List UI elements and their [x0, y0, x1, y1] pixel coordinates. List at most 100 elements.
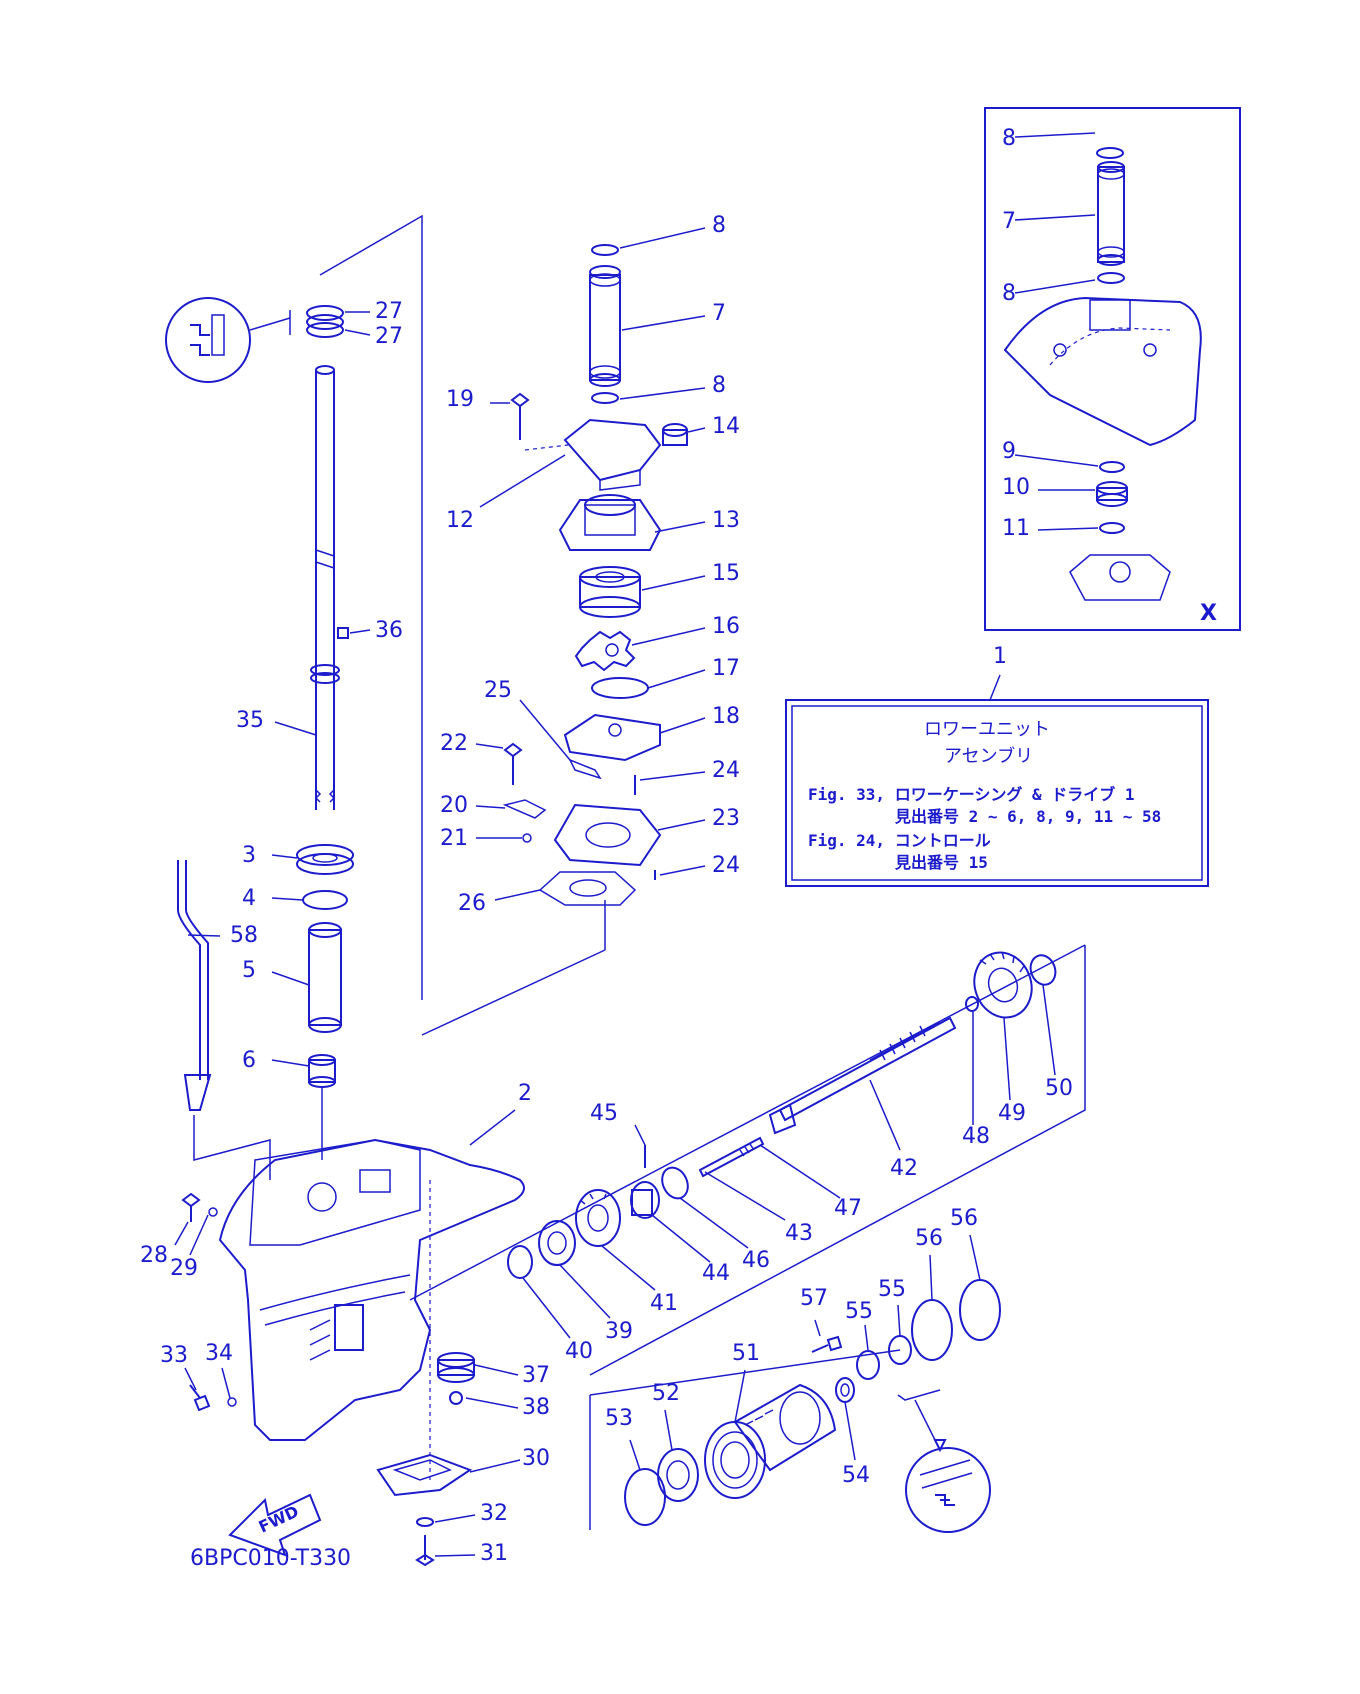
- bearing-housing-icon: [704, 1383, 837, 1499]
- callout-label: 46: [742, 1248, 770, 1273]
- callout-label: 47: [834, 1196, 862, 1221]
- oil-seal-icon: [306, 305, 344, 338]
- callout-label: 56: [950, 1206, 978, 1231]
- callout-label: 20: [440, 793, 468, 818]
- callout-label: 45: [590, 1101, 618, 1126]
- callout-label: 2: [518, 1081, 532, 1106]
- dowel-icon: [522, 833, 532, 843]
- callout-label: 44: [702, 1261, 730, 1286]
- shim-icon: [507, 1245, 533, 1279]
- washer-icon: [416, 1517, 434, 1527]
- propeller-shaft-icon: [768, 1016, 957, 1135]
- fwd-label: FWD: [256, 1502, 302, 1537]
- grease-symbol-icon: [905, 1447, 991, 1533]
- oil-seal-icon: [856, 1350, 880, 1380]
- o-ring-icon: [1099, 522, 1125, 534]
- callout-label: 31: [480, 1541, 508, 1566]
- callout-label: 28: [140, 1243, 168, 1268]
- callout-label: 53: [605, 1406, 633, 1431]
- callout-label: 10: [1002, 475, 1030, 500]
- callout-label: 51: [732, 1341, 760, 1366]
- bolt-icon: [181, 1192, 201, 1222]
- washer-icon: [449, 1391, 463, 1405]
- shift-plunger-icon: [698, 1136, 765, 1178]
- inset-label: X: [1200, 601, 1217, 626]
- legend-box: 1 ロワーユニット アセンブリ Fig. 33, ロワーケーシング & ドライブ…: [785, 644, 1209, 887]
- legend-ref1: Fig. 33, ロワーケーシング & ドライブ 1: [808, 785, 1135, 804]
- callout-label: 50: [1045, 1076, 1073, 1101]
- drive-shaft-group: 27 27 36 35 3 4 58 5 6: [165, 297, 403, 1180]
- callout-label: 49: [998, 1101, 1026, 1126]
- callout-label: 8: [712, 213, 726, 238]
- callout-label: 12: [446, 508, 474, 533]
- plate-bracket-icon: [563, 418, 662, 491]
- o-ring-large-icon: [624, 1468, 666, 1526]
- callout-label: 21: [440, 826, 468, 851]
- callout-label: 14: [712, 414, 740, 439]
- bolt-icon: [510, 392, 530, 440]
- key-icon: [337, 627, 349, 639]
- pin-icon: [568, 758, 602, 780]
- shim-icon: [1029, 954, 1057, 986]
- sleeve-icon: [308, 922, 342, 1033]
- cartridge-plate-icon: [553, 803, 662, 867]
- o-ring-icon: [591, 244, 619, 256]
- water-pump-group: 8 7 8 19 14 12 13 15 16 17 25 18 22 24 2…: [319, 213, 740, 1036]
- dog-clutch-icon: [630, 1181, 660, 1219]
- callout-label: 55: [878, 1277, 906, 1302]
- callout-label: 34: [205, 1341, 233, 1366]
- callout-label: 26: [458, 891, 486, 916]
- bearing-icon: [296, 844, 354, 875]
- callout-label: 42: [890, 1156, 918, 1181]
- bolt-icon: [503, 742, 523, 785]
- callout-label: 37: [522, 1363, 550, 1388]
- callout-label: 22: [440, 731, 468, 756]
- callout-label: 17: [712, 656, 740, 681]
- shift-rod-icon: [177, 860, 212, 1111]
- callout-label: 11: [1002, 516, 1030, 541]
- callout-label: 48: [962, 1124, 990, 1149]
- callout-label: 35: [236, 708, 264, 733]
- washer-icon: [302, 890, 348, 910]
- callout-label: 56: [915, 1226, 943, 1251]
- o-ring-icon: [1097, 272, 1125, 284]
- o-ring-icon: [1099, 461, 1125, 473]
- callout-label: 33: [160, 1343, 188, 1368]
- bolt-icon: [189, 1384, 211, 1412]
- callout-label: 3: [242, 843, 256, 868]
- legend-title-line2: アセンブリ: [944, 745, 1033, 767]
- o-ring-large-icon: [911, 1299, 953, 1361]
- callout-label: 55: [845, 1299, 873, 1324]
- callout-label: 16: [712, 614, 740, 639]
- needle-bearing-icon: [308, 1054, 336, 1088]
- bolt-icon: [811, 1335, 843, 1353]
- casing-plate-icon: [1003, 296, 1202, 447]
- callout-label: 27: [375, 324, 403, 349]
- callout-label: 8: [712, 373, 726, 398]
- callout-label: 24: [712, 853, 740, 878]
- callout-label: 27: [375, 299, 403, 324]
- o-ring-icon: [1096, 147, 1124, 159]
- o-ring-icon: [591, 392, 619, 404]
- gasket-ring-icon: [591, 677, 649, 699]
- callout-label: 6: [242, 1048, 256, 1073]
- legend-title-line1: ロワーユニット: [924, 719, 1050, 740]
- bolt-icon: [415, 1535, 435, 1567]
- callout-label: 19: [446, 387, 474, 412]
- propeller-shaft-group: 48 49 50 42 47 43 46 44 45 41 39 40: [409, 944, 1086, 1376]
- o-ring-large-icon: [959, 1279, 1001, 1341]
- water-tube-icon: [589, 265, 621, 387]
- callout-label: 36: [375, 618, 403, 643]
- forward-gear-icon: [575, 1189, 621, 1247]
- circlip-icon: [661, 1166, 689, 1200]
- callout-label: 30: [522, 1446, 550, 1471]
- grommet-icon: [1096, 481, 1128, 507]
- legend-ref2-sub: 見出番号 15: [894, 853, 988, 872]
- anode-icon: [376, 1453, 473, 1497]
- bearing-housing-group: 54 51 52 53 57 55 55 56 56: [589, 1206, 1001, 1533]
- callout-label: 8: [1002, 281, 1016, 306]
- water-tube-icon: [1097, 161, 1125, 266]
- washer-icon: [227, 1397, 237, 1407]
- callout-label: 41: [650, 1291, 678, 1316]
